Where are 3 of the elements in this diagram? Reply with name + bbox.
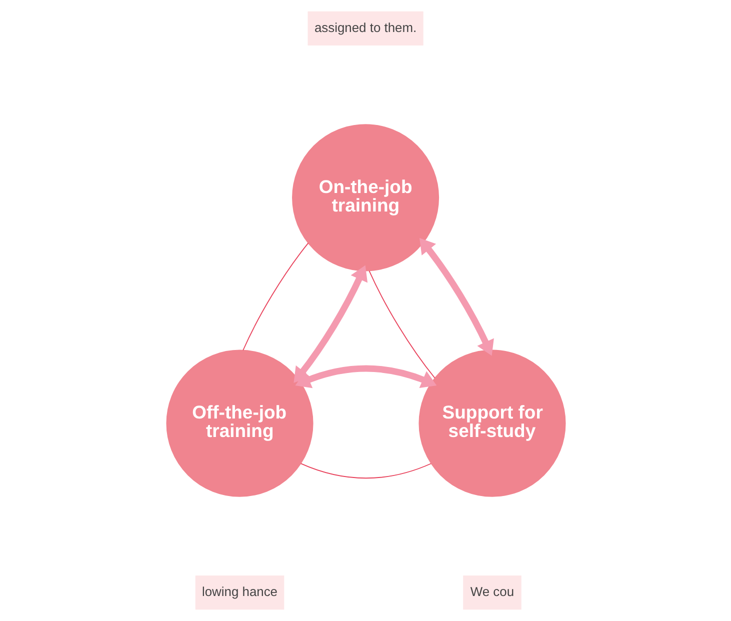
label: lowing hance <box>201 584 278 599</box>
label: assigned to them. <box>314 20 416 35</box>
label: We cou <box>470 584 514 599</box>
